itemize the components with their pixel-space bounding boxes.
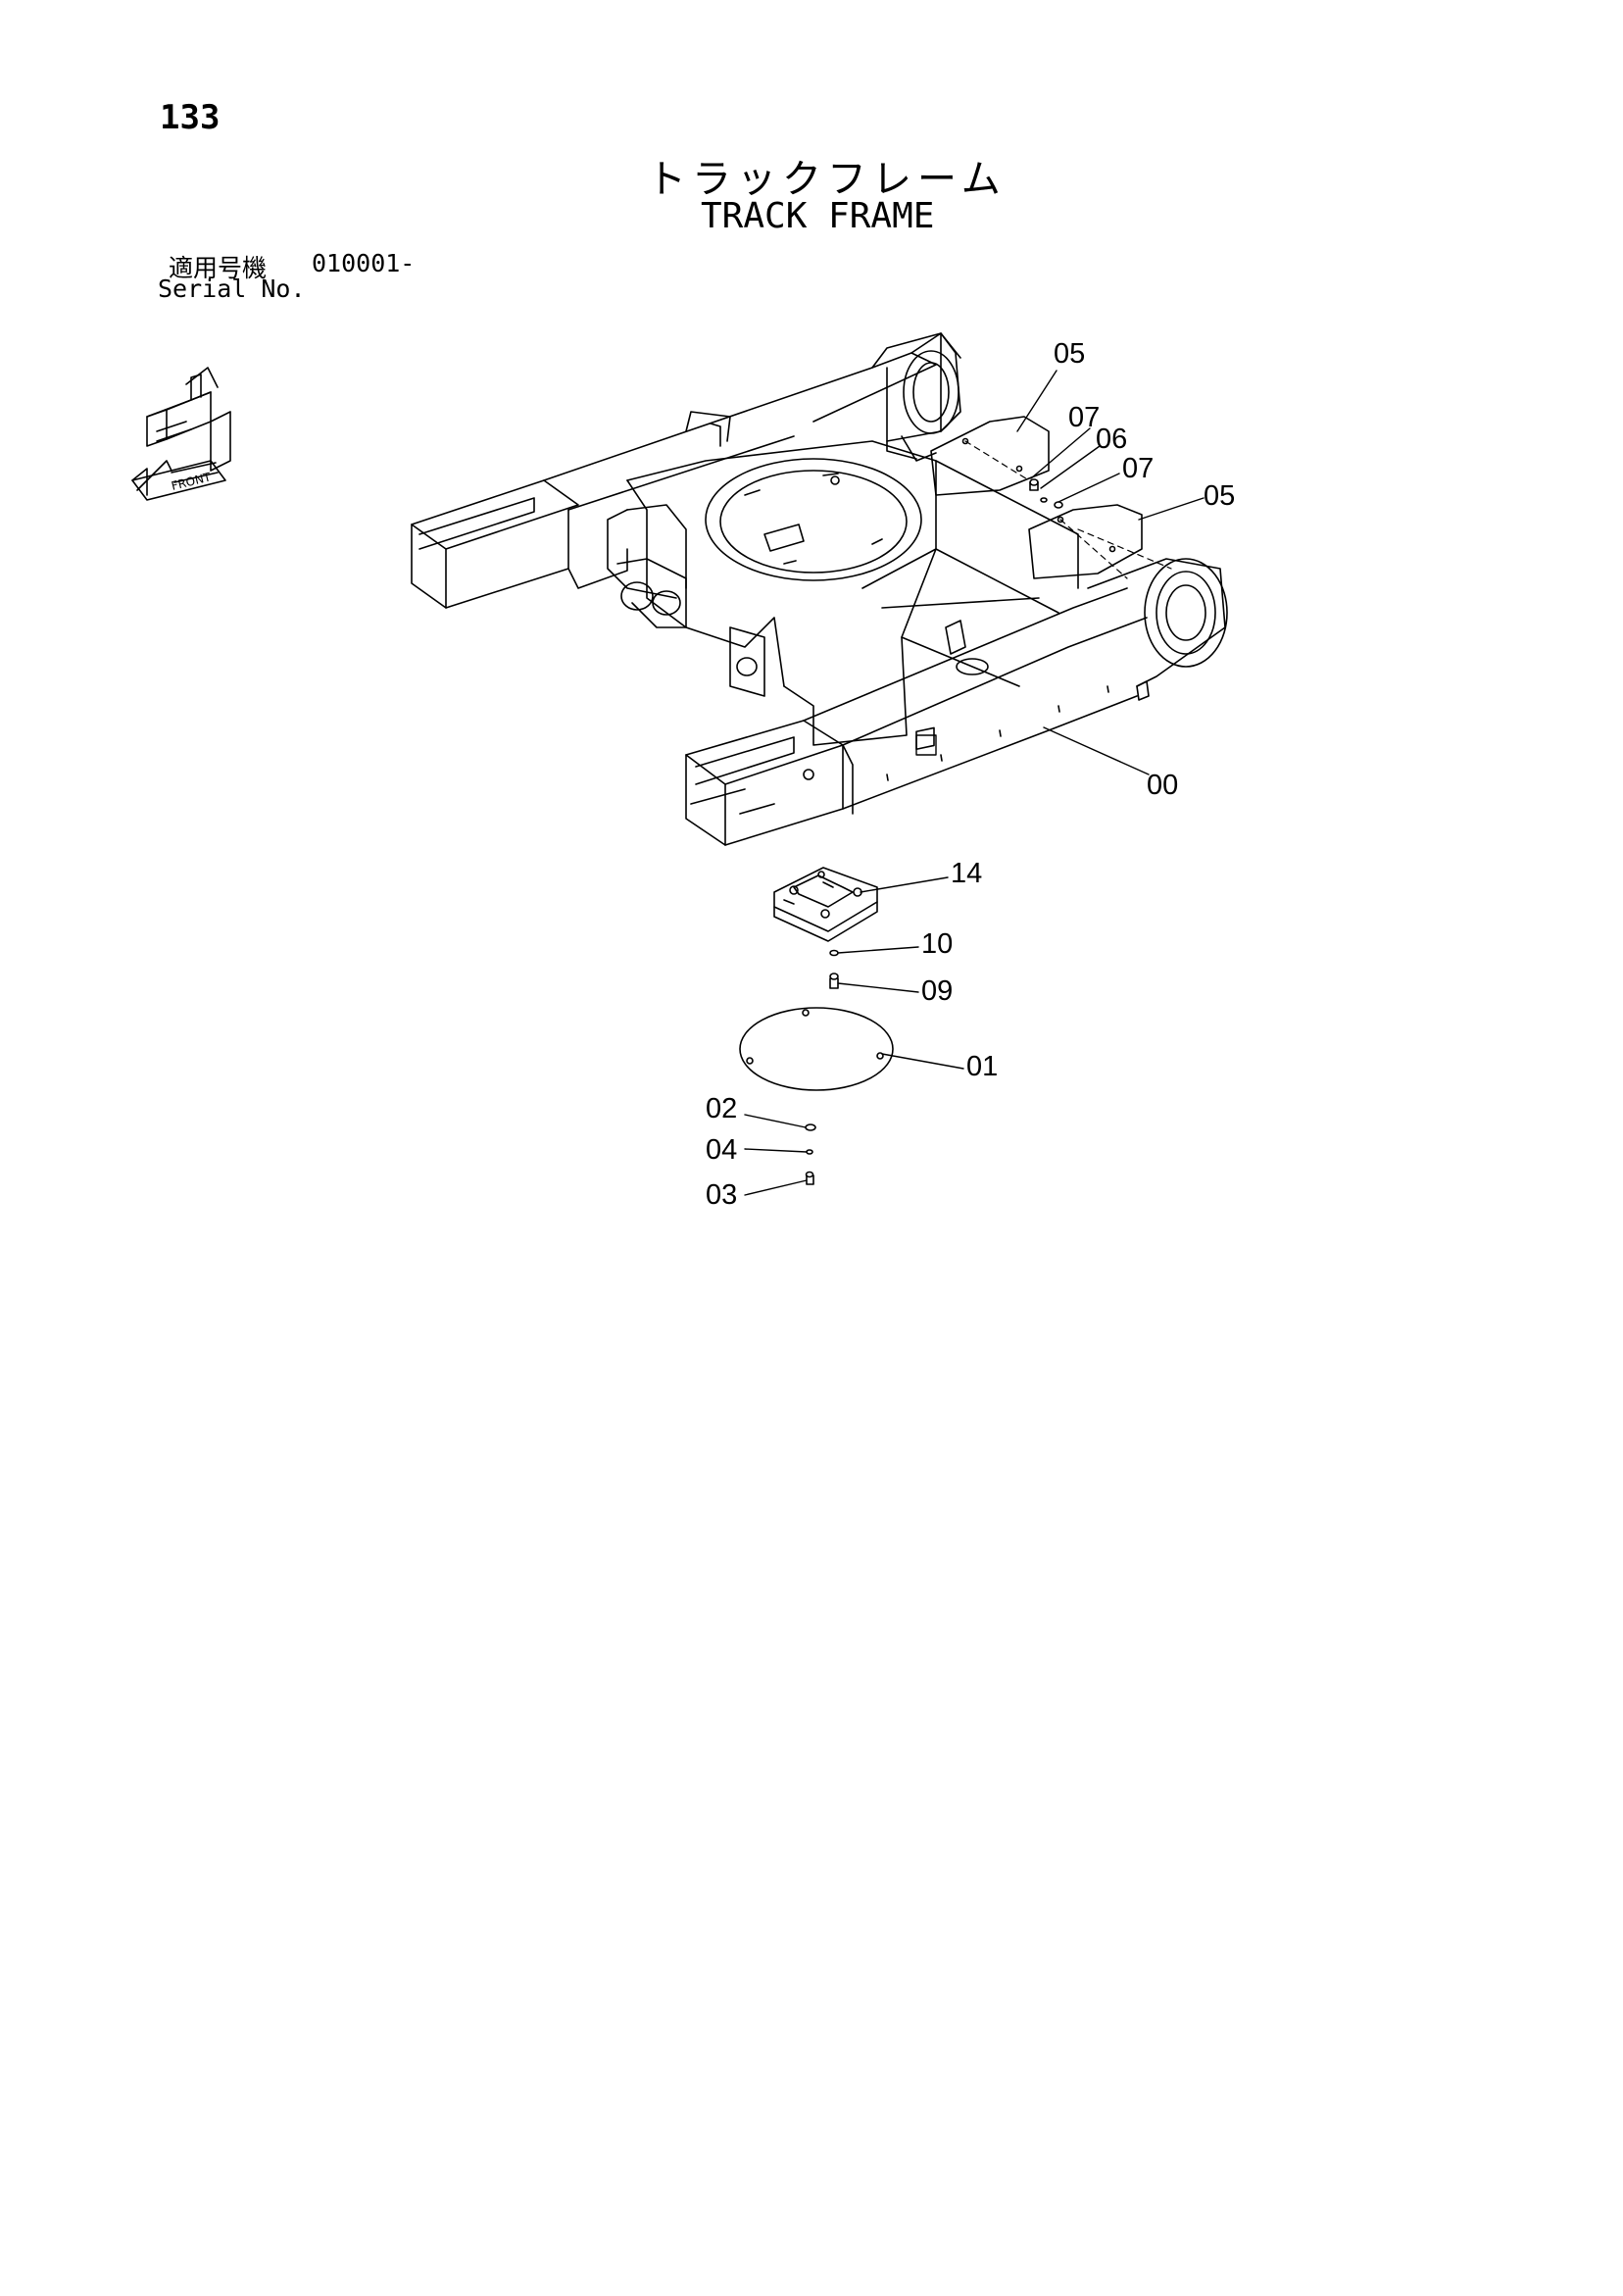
washer-04: [807, 1150, 812, 1154]
callout-14: 14: [951, 858, 983, 889]
leader-00: [1044, 727, 1149, 774]
bolt-09: [830, 973, 838, 988]
leader-05b: [1139, 498, 1204, 520]
callout-07-lower: 07: [1122, 453, 1155, 484]
leader-lines: [745, 371, 1204, 1195]
callout-02: 02: [706, 1093, 738, 1124]
bolt-03: [807, 1173, 814, 1185]
page-number: 133: [160, 98, 221, 137]
callout-00: 00: [1147, 770, 1179, 801]
cover-plate-05-upper: [931, 417, 1049, 495]
callout-09: 09: [921, 975, 954, 1007]
leader-02: [745, 1115, 806, 1127]
serial-label: Serial No.: [158, 275, 306, 303]
leader-09: [838, 983, 918, 992]
track-frame-part-00: [412, 333, 1227, 845]
washer-10: [830, 951, 838, 956]
leader-07a: [1031, 428, 1090, 478]
leader-07b: [1058, 474, 1119, 502]
leader-01: [882, 1054, 963, 1069]
cover-plate-05-lower: [1029, 505, 1142, 578]
alignment-lines: [965, 441, 1171, 578]
leader-10: [838, 947, 918, 953]
serial-label-japanese: 適用号機: [169, 254, 268, 282]
page-title: TRACK FRAME: [701, 196, 935, 236]
callout-01: 01: [966, 1051, 999, 1082]
compass-cube-icon: FRONT: [132, 368, 230, 500]
leader-14: [861, 877, 948, 892]
washer-02: [806, 1124, 815, 1130]
callout-07-upper: 07: [1068, 402, 1101, 433]
callout-05-lower: 05: [1204, 480, 1236, 512]
leader-04: [745, 1149, 807, 1152]
washer-07: [1041, 498, 1062, 508]
leader-05a: [1017, 371, 1057, 431]
callout-03: 03: [706, 1179, 738, 1211]
serial-range: 010001-: [312, 249, 416, 277]
callout-04: 04: [706, 1134, 738, 1166]
bolt-06: [1030, 479, 1038, 490]
callout-06: 06: [1096, 424, 1128, 455]
page-title-japanese: トラックフレーム: [647, 157, 1007, 202]
plate-01: [740, 1008, 893, 1090]
callout-05-upper: 05: [1054, 338, 1086, 370]
leader-03: [745, 1180, 807, 1195]
cover-14: [774, 868, 877, 941]
leader-06: [1041, 446, 1100, 488]
callout-10: 10: [921, 928, 954, 960]
